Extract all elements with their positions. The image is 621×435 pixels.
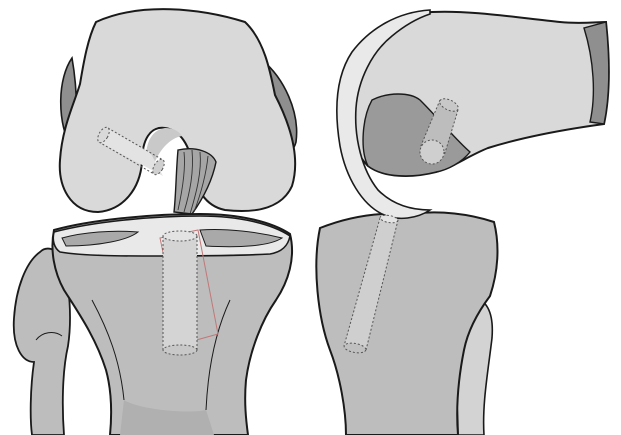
lateral-view-panel [316, 10, 608, 435]
anterior-view-panel [14, 9, 297, 435]
tibial-tunnel-anterior [163, 231, 197, 355]
